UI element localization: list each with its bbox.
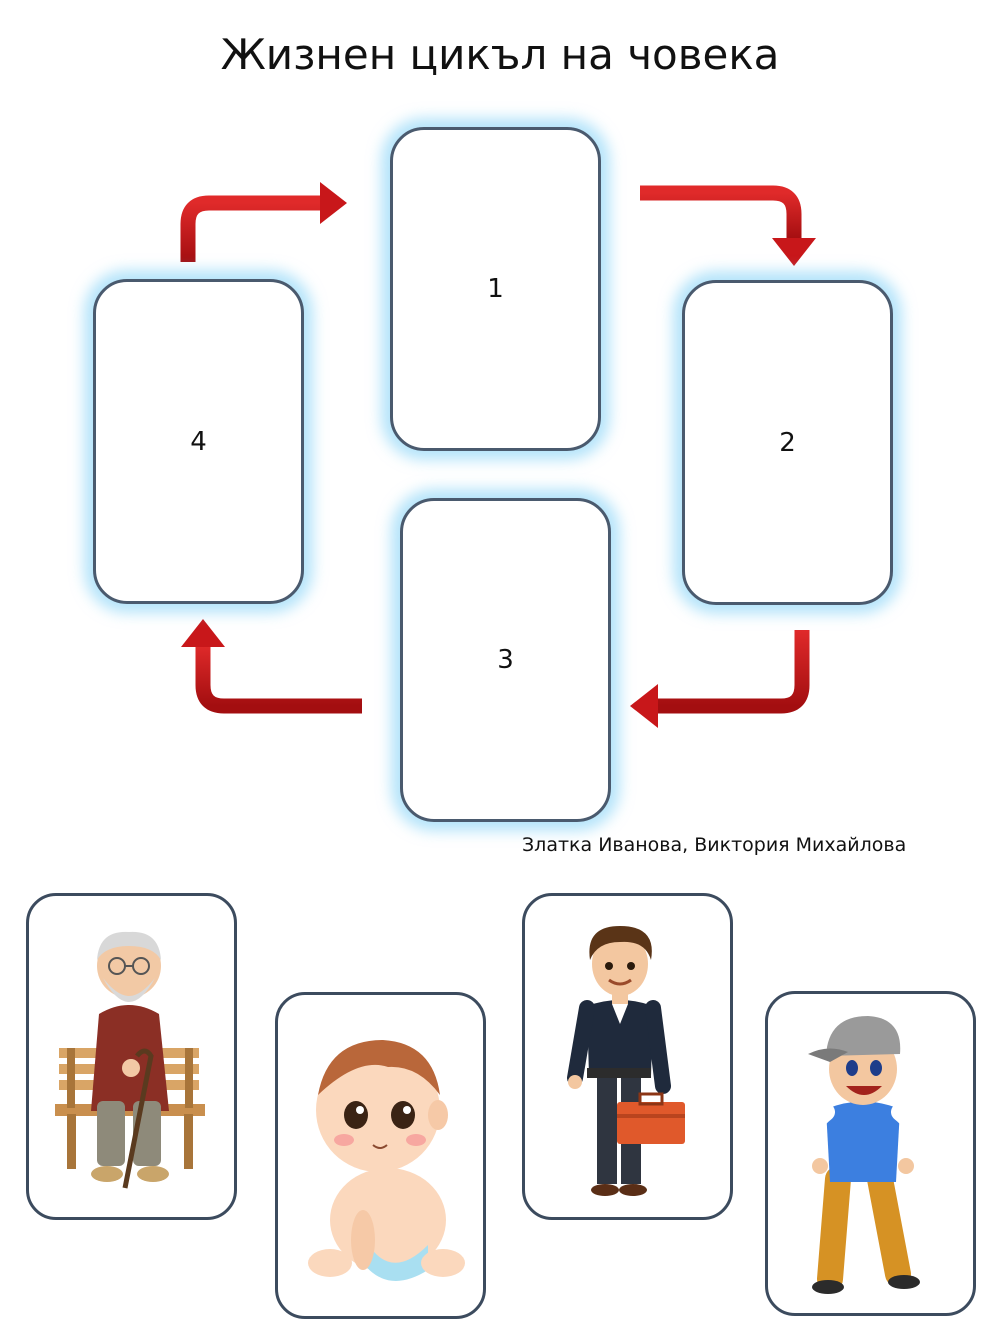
arrow-2-to-3	[630, 630, 810, 728]
draggable-card-baby[interactable]	[275, 992, 486, 1319]
elderly-man-picture	[55, 931, 205, 1189]
adult-man-picture	[567, 926, 685, 1196]
drop-slot-1[interactable]: 1	[390, 127, 601, 451]
draggable-card-elderly-man[interactable]	[26, 893, 237, 1220]
baby-picture	[308, 1040, 465, 1281]
arrow-1-to-2	[640, 185, 816, 266]
drop-slot-2[interactable]: 2	[682, 280, 893, 605]
slot-number: 3	[497, 645, 514, 675]
slot-number: 1	[487, 274, 504, 304]
boy-picture	[800, 1016, 926, 1294]
drop-slot-3[interactable]: 3	[400, 498, 611, 822]
drop-slot-4[interactable]: 4	[93, 279, 304, 604]
draggable-card-adult-man[interactable]	[522, 893, 733, 1220]
slot-number: 4	[190, 426, 207, 457]
draggable-card-boy[interactable]	[765, 991, 976, 1316]
arrow-4-to-1	[180, 182, 347, 262]
slot-number: 2	[779, 427, 796, 458]
page-title: Жизнен цикъл на човека	[220, 30, 780, 79]
author-credit: Златка Иванова, Виктория Михайлова	[522, 834, 907, 856]
arrow-3-to-4	[181, 619, 362, 714]
